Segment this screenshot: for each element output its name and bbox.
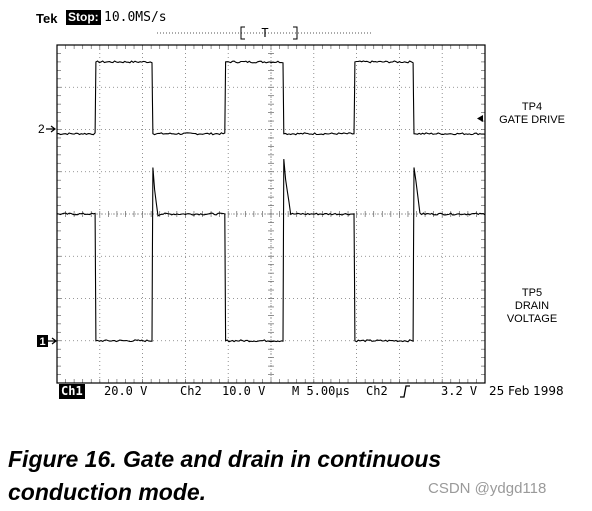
figure-caption: Figure 16. Gate and drain in continuous … xyxy=(8,443,441,509)
drain-voltage-trace xyxy=(56,159,486,343)
tp5-label: TP5 DRAIN VOLTAGE xyxy=(490,287,574,326)
ch1-name: Ch1 xyxy=(59,384,85,399)
rising-edge-icon xyxy=(400,385,410,398)
trigger-bracket-right xyxy=(293,26,298,40)
capture-date: 25 Feb 1998 xyxy=(489,384,564,398)
trigger-marker: T xyxy=(261,26,268,40)
sample-rate: 10.0MS/s xyxy=(104,10,167,25)
oscilloscope-display: T 2 1 xyxy=(37,26,486,384)
ch1-marker-box xyxy=(37,335,48,347)
tp5-label-line3: VOLTAGE xyxy=(506,313,558,325)
tp4-label: TP4 GATE DRIVE xyxy=(490,101,574,127)
trigger-level: 3.2 V xyxy=(441,384,478,398)
acquisition-state: Stop: xyxy=(66,10,101,25)
ch2-scale: 10.0 V xyxy=(222,384,266,398)
tp4-label-line1: TP4 xyxy=(521,101,543,113)
trigger-bracket-left xyxy=(240,26,245,40)
arrow-right-icon xyxy=(46,125,56,133)
ch1-scale: 20.0 V xyxy=(104,384,148,398)
waveform-traces xyxy=(56,60,486,343)
watermark: CSDN @ydgd118 xyxy=(428,480,547,497)
ch2-ground-marker: 2 xyxy=(38,122,56,136)
trigger-position-bar: T xyxy=(157,26,372,40)
trigger-source: Ch2 xyxy=(366,384,388,398)
arrow-left-icon xyxy=(477,115,483,122)
ch2-marker-label: 2 xyxy=(38,122,45,136)
caption-line2: conduction mode. xyxy=(8,479,207,505)
scope-brand: Tek xyxy=(36,11,58,26)
tp5-label-line1: TP5 xyxy=(521,287,543,299)
ch1-ground-marker: 1 xyxy=(37,335,57,348)
ch2-name: Ch2 xyxy=(180,384,202,398)
timebase: M 5.00µs xyxy=(292,384,350,398)
caption-line1: Figure 16. Gate and drain in continuous xyxy=(8,446,442,472)
gate-drive-trace xyxy=(56,60,486,136)
settings-bar: Ch1 20.0 V Ch2 10.0 V M 5.00µs Ch2 3.2 V… xyxy=(0,384,592,400)
tp5-label-line2: DRAIN xyxy=(514,300,550,312)
tp4-label-line2: GATE DRIVE xyxy=(499,114,565,126)
ch1-marker-label: 1 xyxy=(39,336,45,348)
arrow-right-icon xyxy=(48,337,57,345)
